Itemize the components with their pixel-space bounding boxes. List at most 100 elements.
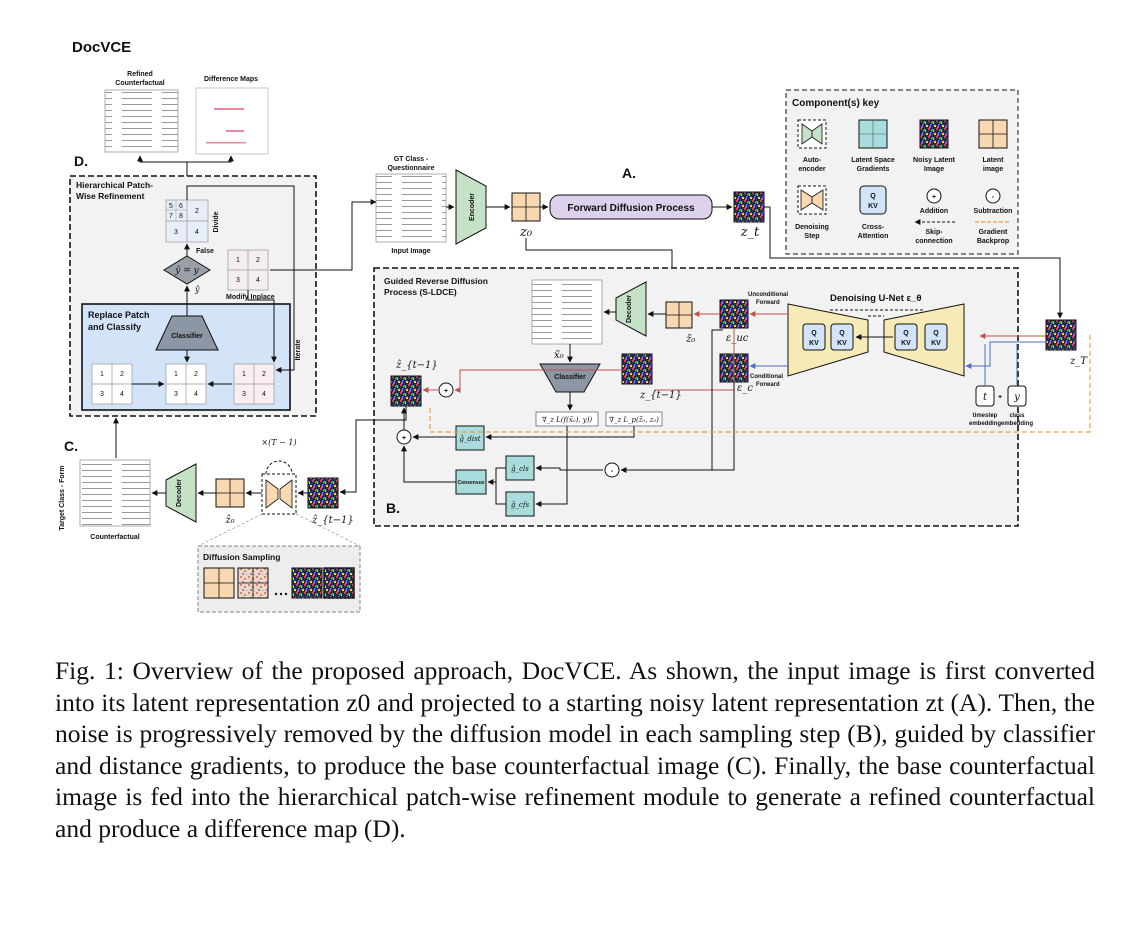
encoder-shape <box>455 169 487 245</box>
decoded-x0-image <box>531 279 603 345</box>
svg-text:KV: KV <box>809 340 819 347</box>
svg-text:-: - <box>611 468 614 475</box>
replace-title-1: Replace Patch <box>88 310 150 320</box>
svg-text:Image: Image <box>924 166 944 173</box>
svg-text:2: 2 <box>256 257 260 264</box>
z-t-minus-1-symbol: z_{t−1} <box>639 390 682 401</box>
svg-text:Backprop: Backprop <box>977 238 1009 245</box>
counterfactual-image <box>79 459 151 527</box>
consensus-label: Consensus <box>458 480 485 486</box>
section-b-label: B. <box>386 500 400 516</box>
svg-text:KV: KV <box>868 203 878 210</box>
key-latent-icon <box>978 119 1008 149</box>
svg-text:connection: connection <box>915 238 952 245</box>
svg-text:Q: Q <box>903 330 909 337</box>
svg-text:Gradients: Gradients <box>857 166 890 173</box>
svg-text:Latent: Latent <box>983 157 1005 164</box>
decision-condition: ŷ = y <box>174 265 199 276</box>
input-and-forward: GT Class - Questionnaire Input Image Enc… <box>270 156 1063 421</box>
g-cls-box <box>505 455 535 481</box>
figure-caption: Fig. 1: Overview of the proposed approac… <box>55 656 1095 843</box>
refined-label-2: Counterfactual <box>115 80 164 87</box>
classifier-gradient-label: ∇_z L(f(x̃₀), y)) <box>542 415 593 424</box>
docvce-diagram: DocVCE Refined Counterfactual Difference… <box>59 39 1091 613</box>
svg-text:image: image <box>983 166 1003 173</box>
svg-text:Noisy Latent: Noisy Latent <box>913 157 956 164</box>
svg-text:Cross-: Cross- <box>862 224 885 231</box>
svg-text:Subtraction: Subtraction <box>974 208 1013 215</box>
gt-class-label-1: GT Class - <box>394 156 429 163</box>
svg-text:3: 3 <box>174 391 178 398</box>
svg-text:3: 3 <box>100 391 104 398</box>
key-subtraction-icon <box>985 188 1001 204</box>
gradient-backprop-line <box>429 335 1091 433</box>
zhat-t-minus-1-symbol: ẑ_{t−1} <box>395 360 438 371</box>
guided-title-2: Process (S-LDCE) <box>384 287 457 297</box>
difference-maps-label: Difference Maps <box>204 76 258 83</box>
z0-symbol: z₀ <box>519 225 533 240</box>
refined-label-1: Refined <box>127 71 153 78</box>
svg-text:y: y <box>1013 392 1020 403</box>
uncond-forward-1: Unconditional <box>748 292 788 298</box>
consensus-box <box>455 469 487 495</box>
svg-text:Q: Q <box>811 330 817 337</box>
refinement-title-2: Wise Refinement <box>76 191 145 201</box>
svg-text:KV: KV <box>931 340 941 347</box>
svg-text:6: 6 <box>179 203 183 210</box>
svg-text:Q: Q <box>839 330 845 337</box>
distance-gradient-label: ∇_z L_p(z̃₀, z₀) <box>609 415 659 424</box>
svg-text:t: t <box>983 392 988 403</box>
svg-text:4: 4 <box>256 277 260 284</box>
svg-text:KV: KV <box>837 340 847 347</box>
eps-uc-symbol: ε_uc <box>726 333 749 344</box>
svg-text:Step: Step <box>804 233 819 240</box>
key-cross-attention-icon <box>859 185 887 215</box>
bottom-counterfactual: C. Target Class - Form Counterfactual De… <box>59 438 361 613</box>
zt-symbol: z_t <box>740 225 760 240</box>
z-t-minus-1-image <box>621 353 653 385</box>
svg-text:3: 3 <box>174 229 178 236</box>
zhat-t-minus-1-image <box>390 375 422 407</box>
classifier-trapezoid-d <box>155 315 219 351</box>
key-title: Component(s) key <box>792 98 880 109</box>
svg-text:-: - <box>992 194 995 201</box>
svg-text:Gradient: Gradient <box>979 229 1008 236</box>
unet-title: Denoising U-Net ε_θ <box>830 293 921 304</box>
classifier-b-shape <box>539 363 601 393</box>
svg-text:1: 1 <box>100 371 104 378</box>
svg-text:Denoising: Denoising <box>795 224 829 231</box>
false-label: False <box>196 248 214 255</box>
x0-tilde-symbol: x̃₀ <box>554 350 564 361</box>
svg-text:embedding: embedding <box>969 421 1001 427</box>
eps-uc-image <box>719 299 749 329</box>
eps-c-symbol: ε_c <box>737 383 753 394</box>
uncond-forward-2: Forward <box>756 300 780 306</box>
g-cfs-label: ĝ_cfs <box>511 501 529 509</box>
svg-text:+: + <box>444 388 448 395</box>
decoder-b-shape <box>615 281 647 337</box>
encoder-label: Encoder <box>469 193 476 221</box>
svg-text:3: 3 <box>242 391 246 398</box>
svg-text:4: 4 <box>262 391 266 398</box>
svg-text:+: + <box>998 394 1002 401</box>
svg-text:class: class <box>1009 413 1025 419</box>
classifier-label-d: Classifier <box>171 333 203 340</box>
svg-text:+: + <box>402 435 406 442</box>
yhat-label: ŷ <box>194 285 200 294</box>
key-noisy-latent-icon <box>919 119 949 149</box>
refined-counterfactual-image <box>104 89 179 153</box>
hierarchical-refinement: D. Hierarchical Patch- Wise Refinement 5… <box>69 153 317 458</box>
svg-text:2: 2 <box>195 208 199 215</box>
svg-text:Latent Space: Latent Space <box>851 157 895 164</box>
iterate-label: Iterate <box>295 339 302 360</box>
input-image-label: Input Image <box>391 248 430 255</box>
decoder-b-label: Decoder <box>626 295 633 323</box>
patch-grids: 1 2 3 4 1 2 3 4 1 2 3 4 <box>91 363 275 405</box>
cond-forward-1: Conditional <box>750 374 783 380</box>
svg-text:Q: Q <box>933 330 939 337</box>
svg-text:4: 4 <box>195 229 199 236</box>
guided-reverse-diffusion: Guided Reverse Diffusion Process (S-LDCE… <box>339 267 1091 527</box>
divide-label: Divide <box>213 211 220 232</box>
diffusion-sampling-label: Diffusion Sampling <box>203 552 280 562</box>
svg-text:Skip-: Skip- <box>925 229 943 236</box>
